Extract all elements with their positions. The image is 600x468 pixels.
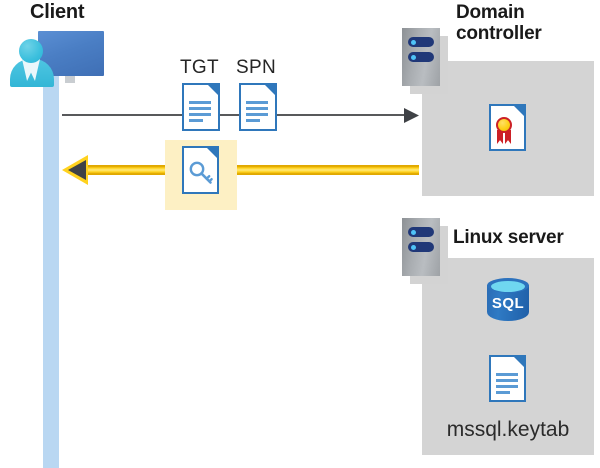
server-led-bar (408, 227, 434, 237)
tgt-document-icon (182, 83, 220, 131)
client-lifeline (43, 70, 59, 468)
document-text-line (496, 373, 518, 376)
document-text-line (246, 119, 260, 122)
server-led-dot (411, 39, 416, 45)
response-arrow-line-right (236, 165, 419, 175)
document-page (489, 104, 526, 151)
response-arrow-line-left (82, 165, 168, 175)
key-icon (189, 161, 213, 184)
server-body (402, 28, 440, 86)
server-led-dot (411, 244, 416, 250)
request-arrow-head-icon (404, 108, 419, 123)
document-page (489, 355, 526, 402)
document-text-line (246, 113, 268, 116)
tgt-label: TGT (180, 57, 219, 78)
document-text-line (496, 379, 518, 382)
server-led-bar (408, 52, 434, 62)
server-body (402, 218, 440, 276)
server-led-bar (408, 37, 434, 47)
document-text-line (189, 113, 211, 116)
sql-cylinder-top-inner (491, 280, 525, 292)
client-workstation-icon (8, 26, 108, 87)
client-title: Client (30, 1, 85, 23)
monitor-neck (65, 76, 75, 83)
certificate-ribbon-left (497, 130, 503, 144)
document-text-line (246, 101, 268, 104)
server-led-dot (411, 229, 416, 235)
document-text-line (189, 101, 211, 104)
certificate-document-icon (489, 104, 526, 151)
spn-label: SPN (236, 57, 276, 78)
server-led-dot (411, 54, 416, 60)
sql-label: SQL (491, 295, 525, 312)
certificate-ribbon-right (505, 130, 511, 144)
linux-server-icon (402, 218, 448, 284)
domain-controller-server-icon (402, 28, 448, 94)
person-head (19, 39, 43, 63)
linux-server-title: Linux server (453, 227, 564, 248)
monitor-base (52, 80, 89, 86)
spn-document-icon (239, 83, 277, 131)
domain-controller-title: Domain controller (456, 2, 542, 44)
document-text-line (246, 107, 268, 110)
sql-database-icon: SQL (487, 278, 529, 326)
keytab-filename-label: mssql.keytab (446, 418, 570, 441)
request-arrow-line (62, 114, 410, 116)
document-text-line (496, 391, 510, 394)
document-text-line (496, 385, 518, 388)
document-text-line (189, 119, 203, 122)
document-text-line (189, 107, 211, 110)
server-led-bar (408, 242, 434, 252)
document-page (182, 146, 219, 194)
keytab-document-icon (489, 355, 526, 402)
certificate-seal (496, 117, 512, 133)
person-collar (22, 59, 40, 81)
service-ticket-key-document-icon (182, 146, 219, 194)
